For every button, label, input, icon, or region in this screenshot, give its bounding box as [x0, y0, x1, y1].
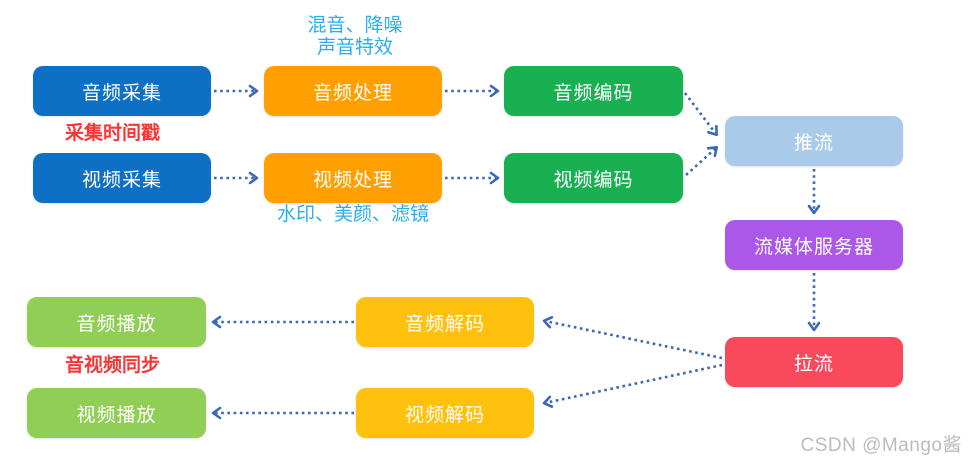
node-label: 视频解码: [404, 404, 485, 426]
node-label: 音频解码: [404, 313, 485, 335]
node-audio-decode: 音频解码: [356, 297, 534, 347]
annotation-audio-effects-line2: 声音特效: [316, 37, 393, 58]
node-video-process: 视频处理: [264, 153, 442, 203]
annotation-capture-timestamp: 采集时间戳: [65, 123, 161, 144]
edge-pull-stream-to-audio-decode: [542, 316, 723, 360]
edge-pull-stream-to-video-decode: [542, 363, 723, 408]
node-label: 推流: [793, 132, 834, 154]
node-label: 视频采集: [81, 169, 162, 191]
node-label: 拉流: [793, 353, 834, 375]
node-label: 音频编码: [553, 82, 634, 104]
edge-video-encode-to-push-stream: [685, 146, 719, 176]
node-video-capture: 视频采集: [33, 153, 211, 203]
edge-audio-encode-to-push-stream: [683, 92, 718, 137]
node-video-play: 视频播放: [27, 388, 206, 438]
node-label: 视频播放: [76, 404, 157, 426]
node-pull-stream: 拉流: [725, 337, 903, 387]
annotation-video-effects: 水印、美颜、滤镜: [276, 204, 429, 225]
node-label: 流媒体服务器: [753, 236, 874, 258]
node-label: 视频处理: [312, 169, 393, 191]
node-video-decode: 视频解码: [356, 388, 534, 438]
csdn-watermark: CSDN @Mango酱: [800, 435, 962, 456]
node-label: 音频处理: [312, 82, 393, 104]
node-video-encode: 视频编码: [504, 153, 683, 203]
node-label: 音频采集: [81, 82, 162, 104]
annotation-av-sync: 音视频同步: [65, 355, 161, 376]
node-audio-capture: 音频采集: [33, 66, 211, 116]
annotation-audio-effects-line1: 混音、降噪: [307, 15, 403, 36]
annotation-audio-effects: 混音、降噪 声音特效: [265, 15, 445, 59]
node-audio-play: 音频播放: [27, 297, 206, 347]
node-audio-process: 音频处理: [264, 66, 442, 116]
node-label: 音频播放: [76, 313, 157, 335]
node-audio-encode: 音频编码: [504, 66, 683, 116]
node-push-stream: 推流: [725, 116, 903, 166]
node-label: 视频编码: [553, 169, 634, 191]
node-media-server: 流媒体服务器: [725, 220, 903, 270]
